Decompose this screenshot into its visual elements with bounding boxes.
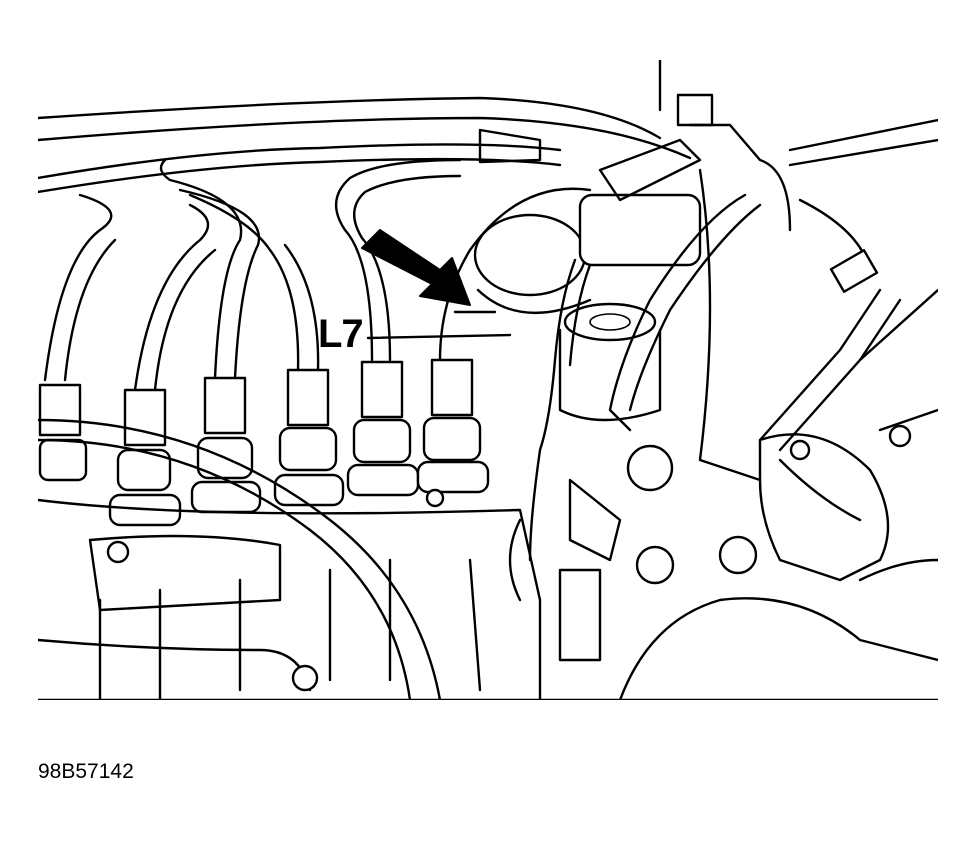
injector-fittings — [38, 358, 490, 527]
right-side-assembly — [618, 118, 938, 700]
injection-pump-body — [38, 418, 938, 700]
callout-leader — [366, 310, 512, 340]
callout-arrow — [361, 229, 471, 306]
injector-lines — [43, 158, 592, 392]
pump-top-assembly — [473, 60, 792, 662]
callout-label: L7 — [318, 312, 364, 356]
figure-id: 98B57142 — [38, 760, 134, 783]
top-line-bundle — [38, 96, 692, 194]
